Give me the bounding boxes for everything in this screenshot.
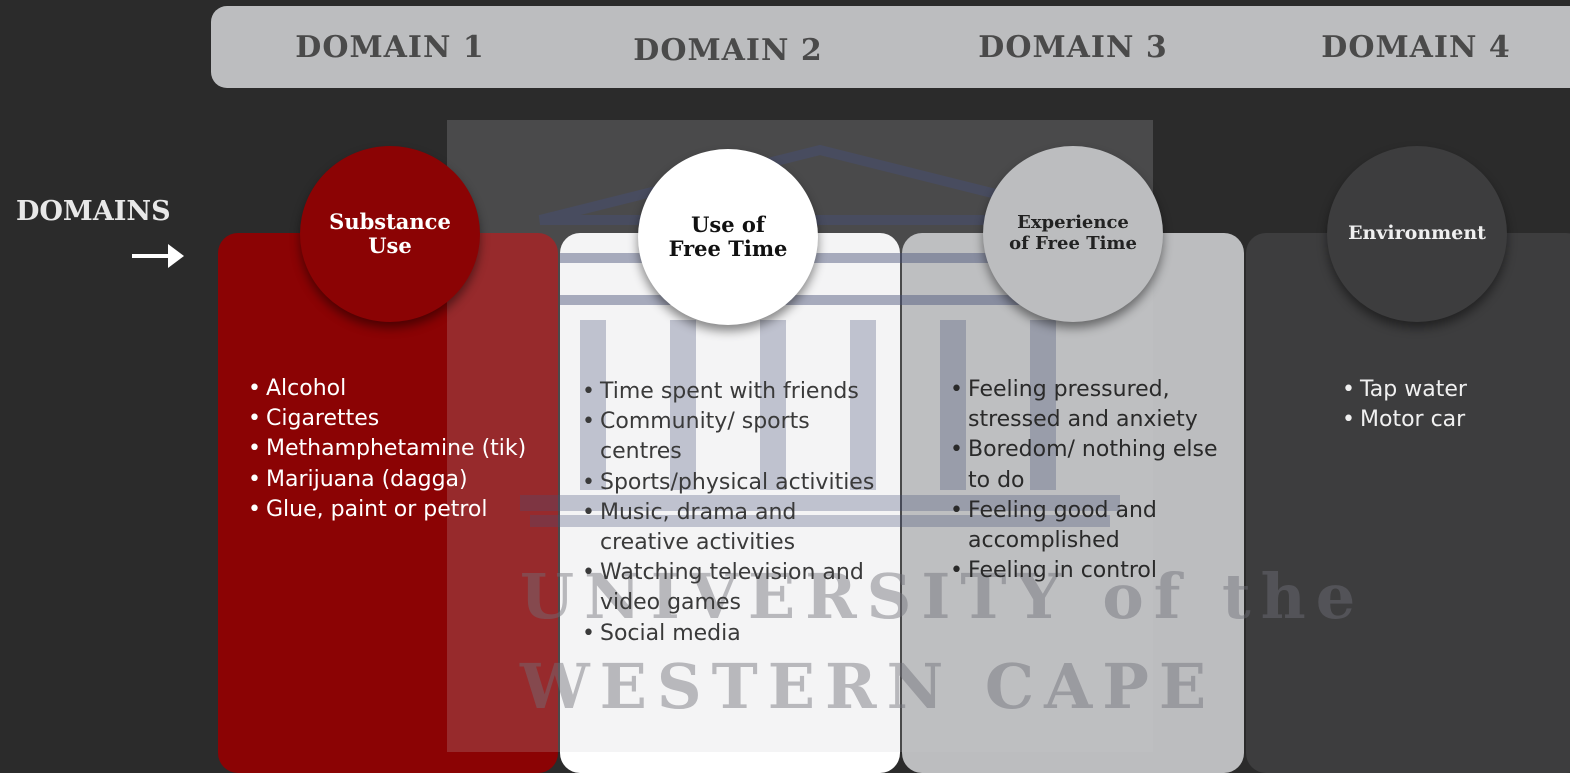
list-item: Motor car: [1342, 405, 1542, 435]
list-item: Tap water: [1342, 375, 1542, 405]
environment-list: Tap water Motor car: [1342, 375, 1542, 436]
environment-circle: Environment: [1327, 146, 1507, 322]
domain-1-heading: DOMAIN 1: [295, 30, 485, 65]
circle-title-line: Use of: [691, 211, 765, 237]
list-item: Marijuana (dagga): [248, 465, 548, 495]
list-item: Alcohol: [248, 374, 548, 404]
list-item: Social media: [582, 619, 882, 649]
experience-of-free-time-circle: Experience of Free Time: [983, 146, 1163, 322]
list-item: Methamphetamine (tik): [248, 434, 548, 464]
circle-title-line: Environment: [1348, 222, 1486, 245]
domains-label: DOMAINS: [16, 196, 171, 227]
use-of-free-time-circle: Use of Free Time: [638, 149, 818, 325]
use-of-free-time-list: Time spent with friends Community/ sport…: [582, 377, 882, 649]
circle-title-line: Experience: [1017, 212, 1129, 234]
list-item: Watching television and video games: [582, 558, 882, 618]
domain-4-heading: DOMAIN 4: [1321, 30, 1511, 65]
domain-3-heading: DOMAIN 3: [978, 30, 1168, 65]
list-item: Boredom/ nothing else to do: [950, 435, 1220, 495]
list-item: Feeling pressured, stressed and anxiety: [950, 375, 1220, 435]
list-item: Feeling good and accomplished: [950, 496, 1220, 556]
list-item: Sports/physical activities: [582, 468, 882, 498]
list-item: Community/ sports centres: [582, 407, 882, 467]
domain-2-heading: DOMAIN 2: [633, 33, 823, 68]
substance-use-circle: Substance Use: [300, 146, 480, 322]
circle-title-line: Use: [368, 233, 412, 258]
substance-use-list: Alcohol Cigarettes Methamphetamine (tik)…: [248, 374, 548, 525]
circle-title-line: of Free Time: [1009, 233, 1137, 254]
environment-column: [1246, 233, 1570, 773]
watermark-line-2: WESTERN CAPE: [520, 650, 1217, 723]
circle-title-line: Substance: [329, 208, 451, 234]
arrow-right-icon: [132, 244, 184, 268]
circle-title-line: Free Time: [668, 236, 788, 261]
list-item: Glue, paint or petrol: [248, 495, 548, 525]
list-item: Feeling in control: [950, 556, 1220, 586]
experience-of-free-time-list: Feeling pressured, stressed and anxiety …: [950, 375, 1220, 587]
domain-header-bar: [211, 6, 1570, 88]
list-item: Cigarettes: [248, 404, 548, 434]
list-item: Time spent with friends: [582, 377, 882, 407]
list-item: Music, drama and creative activities: [582, 498, 882, 558]
